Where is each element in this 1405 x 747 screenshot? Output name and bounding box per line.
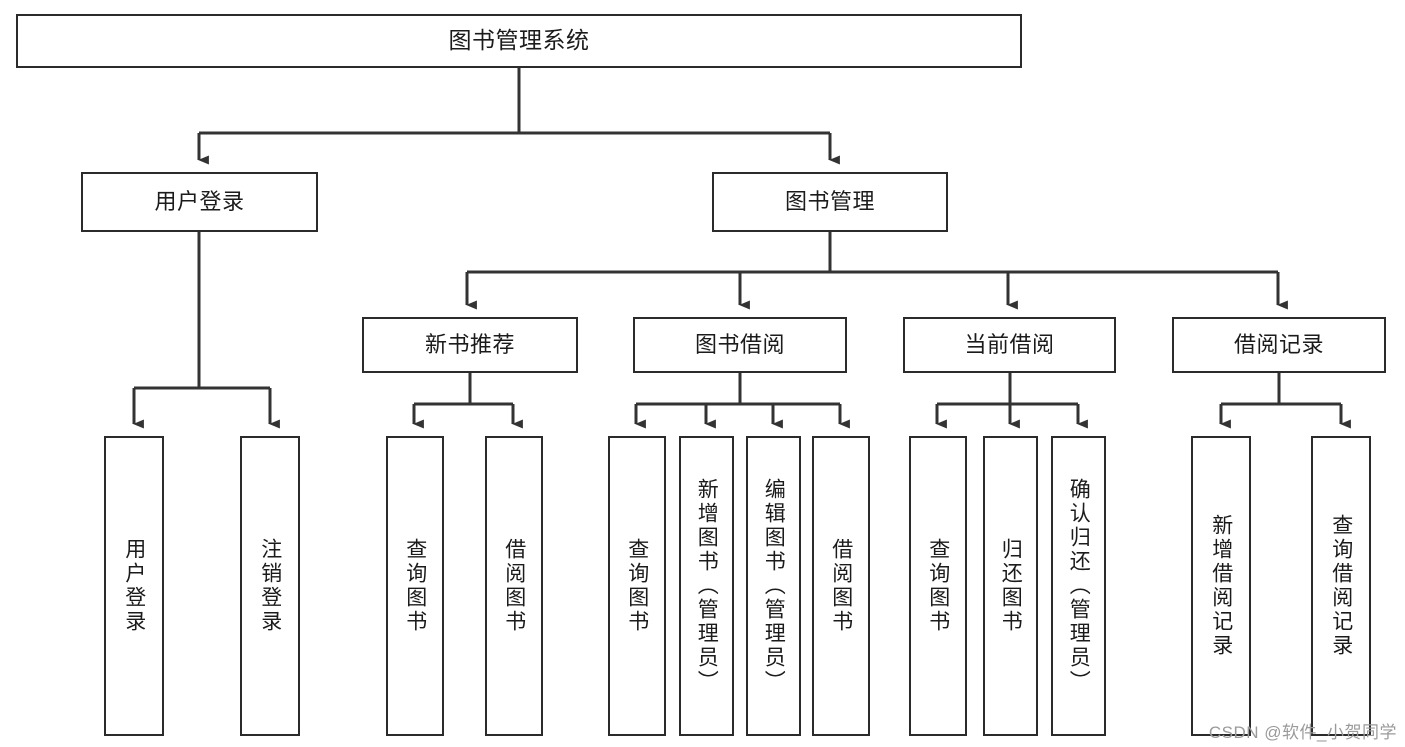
node-leaf-add-record-label: 新增借阅记录	[1209, 514, 1233, 658]
node-root-label: 图书管理系统	[448, 27, 590, 54]
node-book-borrow[interactable]: 图书借阅	[633, 317, 847, 373]
node-leaf-user-login-label: 用户登录	[122, 538, 146, 634]
node-leaf-borrow-book-2[interactable]: 借阅图书	[812, 436, 870, 736]
node-leaf-query-record-label: 查询借阅记录	[1329, 514, 1353, 658]
node-leaf-return-book[interactable]: 归还图书	[983, 436, 1038, 736]
node-leaf-edit-book-label: 编辑图书（管理员）	[762, 478, 786, 694]
node-current-borrow[interactable]: 当前借阅	[903, 317, 1116, 373]
node-new-book-rec-label: 新书推荐	[424, 332, 515, 358]
node-book-manage[interactable]: 图书管理	[712, 172, 948, 232]
node-leaf-borrow-book-1-label: 借阅图书	[502, 538, 526, 634]
node-leaf-return-book-label: 归还图书	[999, 538, 1023, 634]
node-user-login[interactable]: 用户登录	[81, 172, 318, 232]
node-user-login-label: 用户登录	[154, 189, 245, 215]
node-root[interactable]: 图书管理系统	[16, 14, 1022, 68]
node-leaf-user-logout[interactable]: 注销登录	[240, 436, 300, 736]
node-leaf-user-logout-label: 注销登录	[258, 538, 282, 634]
node-leaf-confirm-return[interactable]: 确认归还（管理员）	[1051, 436, 1106, 736]
node-current-borrow-label: 当前借阅	[964, 332, 1055, 358]
node-leaf-borrow-book-1[interactable]: 借阅图书	[485, 436, 543, 736]
node-leaf-query-book-3[interactable]: 查询图书	[909, 436, 967, 736]
node-leaf-add-book[interactable]: 新增图书（管理员）	[679, 436, 734, 736]
node-leaf-add-record[interactable]: 新增借阅记录	[1191, 436, 1251, 736]
node-book-borrow-label: 图书借阅	[694, 332, 785, 358]
node-leaf-query-book-2-label: 查询图书	[625, 538, 649, 634]
node-book-manage-label: 图书管理	[784, 189, 875, 215]
node-new-book-rec[interactable]: 新书推荐	[362, 317, 578, 373]
node-leaf-query-book-1-label: 查询图书	[403, 538, 427, 634]
watermark-text: CSDN @软件_小贺同学	[1208, 723, 1397, 742]
node-leaf-borrow-book-2-label: 借阅图书	[829, 538, 853, 634]
node-leaf-query-book-2[interactable]: 查询图书	[608, 436, 666, 736]
node-borrow-record-label: 借阅记录	[1233, 332, 1324, 358]
node-leaf-user-login[interactable]: 用户登录	[104, 436, 164, 736]
node-leaf-edit-book[interactable]: 编辑图书（管理员）	[746, 436, 801, 736]
node-leaf-query-book-3-label: 查询图书	[926, 538, 950, 634]
node-leaf-query-record[interactable]: 查询借阅记录	[1311, 436, 1371, 736]
node-leaf-confirm-return-label: 确认归还（管理员）	[1067, 478, 1091, 694]
node-borrow-record[interactable]: 借阅记录	[1172, 317, 1386, 373]
node-leaf-query-book-1[interactable]: 查询图书	[386, 436, 444, 736]
node-leaf-add-book-label: 新增图书（管理员）	[695, 478, 719, 694]
